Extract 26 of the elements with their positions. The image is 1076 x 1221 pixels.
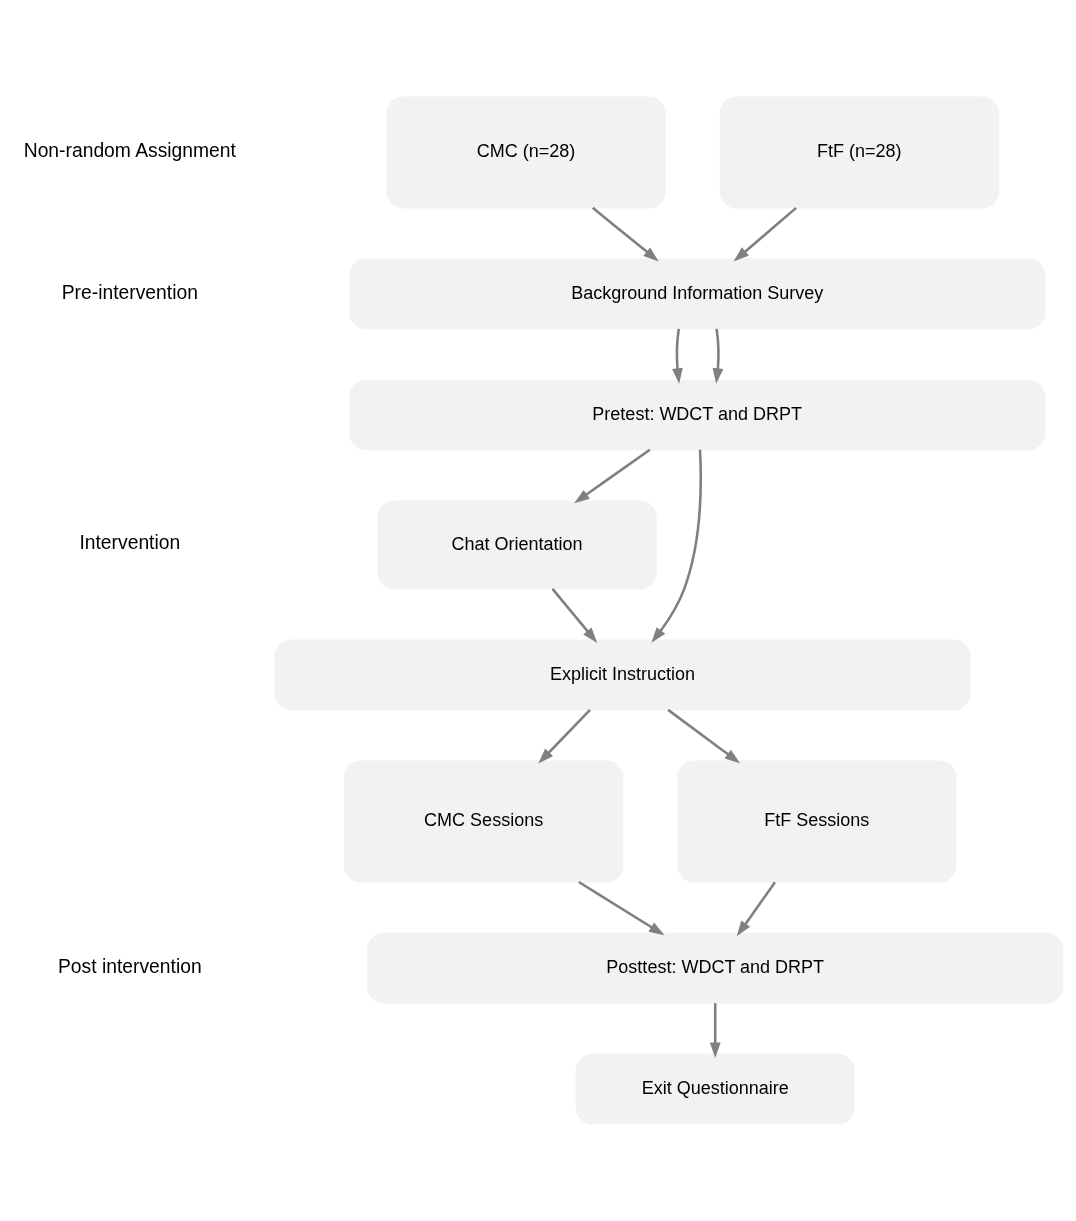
arrow <box>709 1003 721 1059</box>
node-box: Background Information Survey <box>349 258 1046 330</box>
arrow <box>667 708 741 764</box>
node-box: CMC (n=28) <box>386 96 666 209</box>
arrow <box>736 881 776 937</box>
arrow <box>672 328 683 384</box>
label: Post intervention <box>58 955 202 977</box>
node-box: FtF (n=28) <box>719 96 999 209</box>
node-box: Posttest: WDCT and DRPT <box>367 932 1064 1004</box>
arrow <box>551 588 598 643</box>
arrow <box>578 880 665 936</box>
arrow <box>733 206 797 262</box>
arrow <box>651 449 702 643</box>
node-box: FtF Sessions <box>677 760 957 883</box>
node-box: Pretest: WDCT and DRPT <box>349 379 1046 451</box>
node-box: Explicit Instruction <box>274 639 971 711</box>
node-box: Chat Orientation <box>377 500 657 590</box>
label: Pre-intervention <box>61 281 198 303</box>
label: Intervention <box>79 532 181 554</box>
arrow <box>591 206 659 262</box>
arrow <box>574 448 651 504</box>
arrow <box>712 328 724 384</box>
label: Non-random Assignment <box>23 139 236 161</box>
arrow <box>538 709 591 764</box>
node-box: Exit Questionnaire <box>575 1053 855 1125</box>
node-box: CMC Sessions <box>344 760 624 883</box>
